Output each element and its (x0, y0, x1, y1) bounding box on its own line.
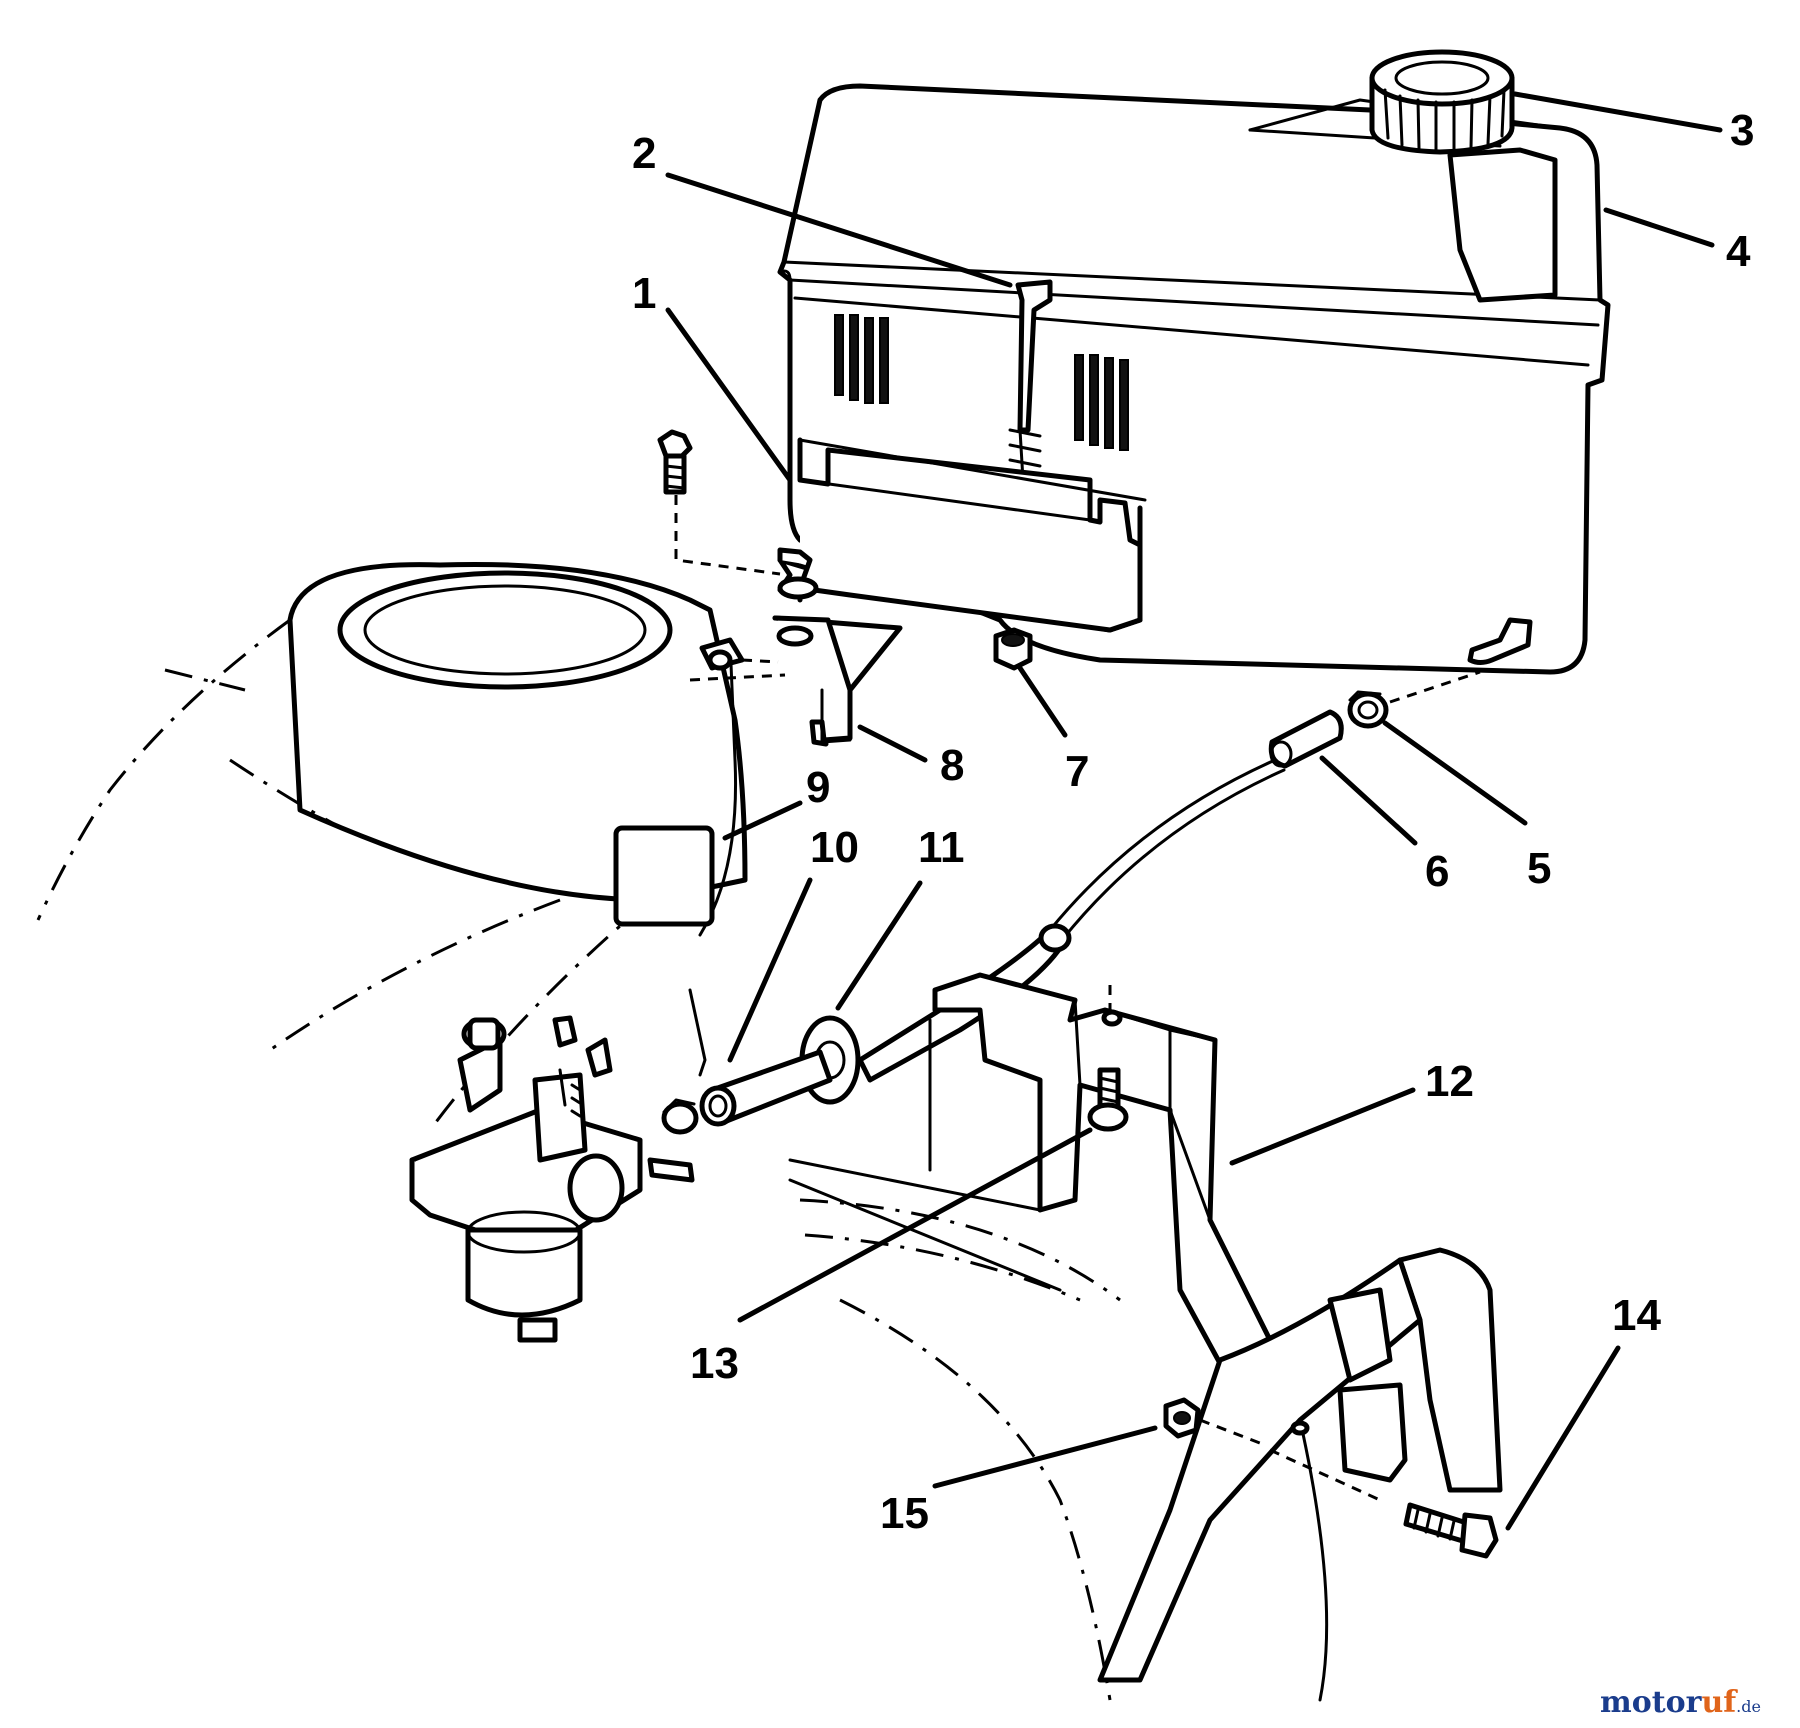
callout-5: 5 (1527, 844, 1551, 893)
nut-7 (993, 627, 1033, 671)
callout-9: 9 (806, 763, 830, 812)
callout-2: 2 (632, 129, 656, 178)
callout-1: 1 (632, 269, 656, 318)
engine-shroud (36, 561, 748, 1131)
callout-12: 12 (1425, 1057, 1474, 1106)
callout-3: 3 (1730, 106, 1754, 155)
bracket-8 (772, 615, 903, 747)
callout-10: 10 (810, 823, 859, 872)
callout-4: 4 (1726, 227, 1751, 276)
hose-clamp (661, 1098, 699, 1135)
hose-clamp-5 (1347, 670, 1481, 729)
callout-15: 15 (880, 1489, 929, 1538)
tank-ribs (834, 314, 1129, 451)
fuel-hose-6 (1268, 709, 1344, 769)
watermark-logo: motoruf.de (1600, 1685, 1761, 1720)
callout-11: 11 (918, 823, 965, 872)
hose-10 (699, 1049, 833, 1127)
callout-7: 7 (1065, 747, 1089, 796)
chassis-outline (788, 1178, 1121, 1701)
shroud-bolt (689, 637, 786, 682)
callout-6: 6 (1425, 847, 1449, 896)
callout-labels: 1 2 3 4 5 6 7 8 9 10 11 12 13 14 15 (632, 106, 1754, 1538)
bracket-12 (788, 972, 1283, 1403)
callout-13: 13 (690, 1339, 739, 1388)
bracket-screw (657, 429, 781, 576)
decal-plate (613, 825, 715, 927)
bolt-14 (1403, 1502, 1499, 1559)
callout-8: 8 (940, 741, 964, 790)
screw-13 (1087, 1067, 1129, 1132)
tank-mounting-bracket (777, 437, 1147, 633)
carburetor (409, 1015, 695, 1343)
lower-frame (1097, 1247, 1503, 1702)
fuel-cap (1369, 49, 1515, 155)
watermark: motoruf.de (1600, 1685, 1761, 1720)
callout-14: 14 (1612, 1291, 1661, 1340)
nut-15 (1163, 1397, 1266, 1447)
fuel-line (1048, 758, 1277, 932)
leader-lines (665, 91, 1723, 1531)
